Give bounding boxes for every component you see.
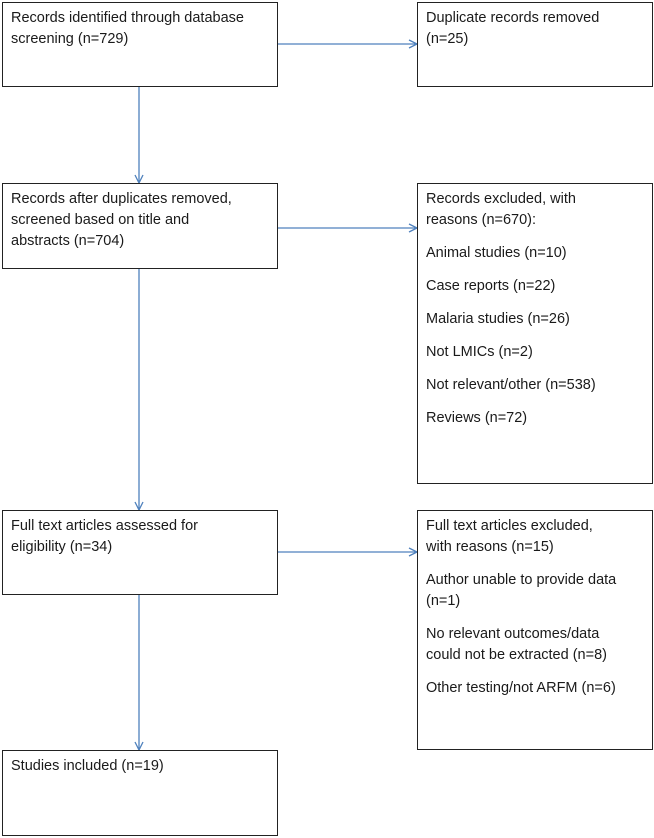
screened-line3: abstracts (n=704) (11, 233, 125, 250)
duplicates-removed-box: Duplicate records removed (n=25) (417, 2, 653, 87)
fulltext-excluded-heading-line2: with reasons (n=15) (426, 539, 554, 556)
fulltext-reason-3: Other testing/not ARFM (n=6) (426, 680, 616, 697)
exclusion-reason: Not relevant/other (n=538) (426, 377, 596, 394)
fulltext-reason-1-line1: Author unable to provide data (426, 572, 617, 589)
exclusion-reason: Malaria studies (n=26) (426, 311, 570, 328)
fulltext-excluded-heading-line1: Full text articles excluded, (426, 518, 593, 534)
fulltext-excluded-box: Full text articles excluded, with reason… (417, 510, 653, 750)
screened-line1: Records after duplicates removed, (11, 191, 232, 207)
duplicates-line2: (n=25) (426, 31, 469, 48)
fulltext-reason-2-line2: could not be extracted (n=8) (426, 647, 607, 664)
records-screened-box: Records after duplicates removed, screen… (2, 183, 278, 269)
fulltext-assessed-box: Full text articles assessed for eligibil… (2, 510, 278, 595)
exclusion-reason: Not LMICs (n=2) (426, 344, 533, 361)
exclusion-reason: Case reports (n=22) (426, 278, 556, 295)
included-line1: Studies included (n=19) (11, 758, 164, 774)
fulltext-line2: eligibility (n=34) (11, 539, 113, 556)
duplicates-line1: Duplicate records removed (426, 10, 600, 26)
excluded-heading-line1: Records excluded, with (426, 191, 576, 207)
fulltext-reason-1-line2: (n=1) (426, 593, 461, 610)
records-identified-line1: Records identified through database (11, 10, 244, 26)
fulltext-reason-2-line1: No relevant outcomes/data (426, 626, 600, 643)
records-excluded-box: Records excluded, with reasons (n=670): … (417, 183, 653, 484)
exclusion-reason: Animal studies (n=10) (426, 245, 567, 262)
records-identified-line2: screening (n=729) (11, 31, 129, 48)
records-identified-box: Records identified through database scre… (2, 2, 278, 87)
excluded-heading-line2: reasons (n=670): (426, 212, 537, 229)
screened-line2: screened based on title and (11, 212, 190, 229)
studies-included-box: Studies included (n=19) (2, 750, 278, 836)
exclusion-reason: Reviews (n=72) (426, 410, 528, 427)
fulltext-line1: Full text articles assessed for (11, 518, 198, 534)
